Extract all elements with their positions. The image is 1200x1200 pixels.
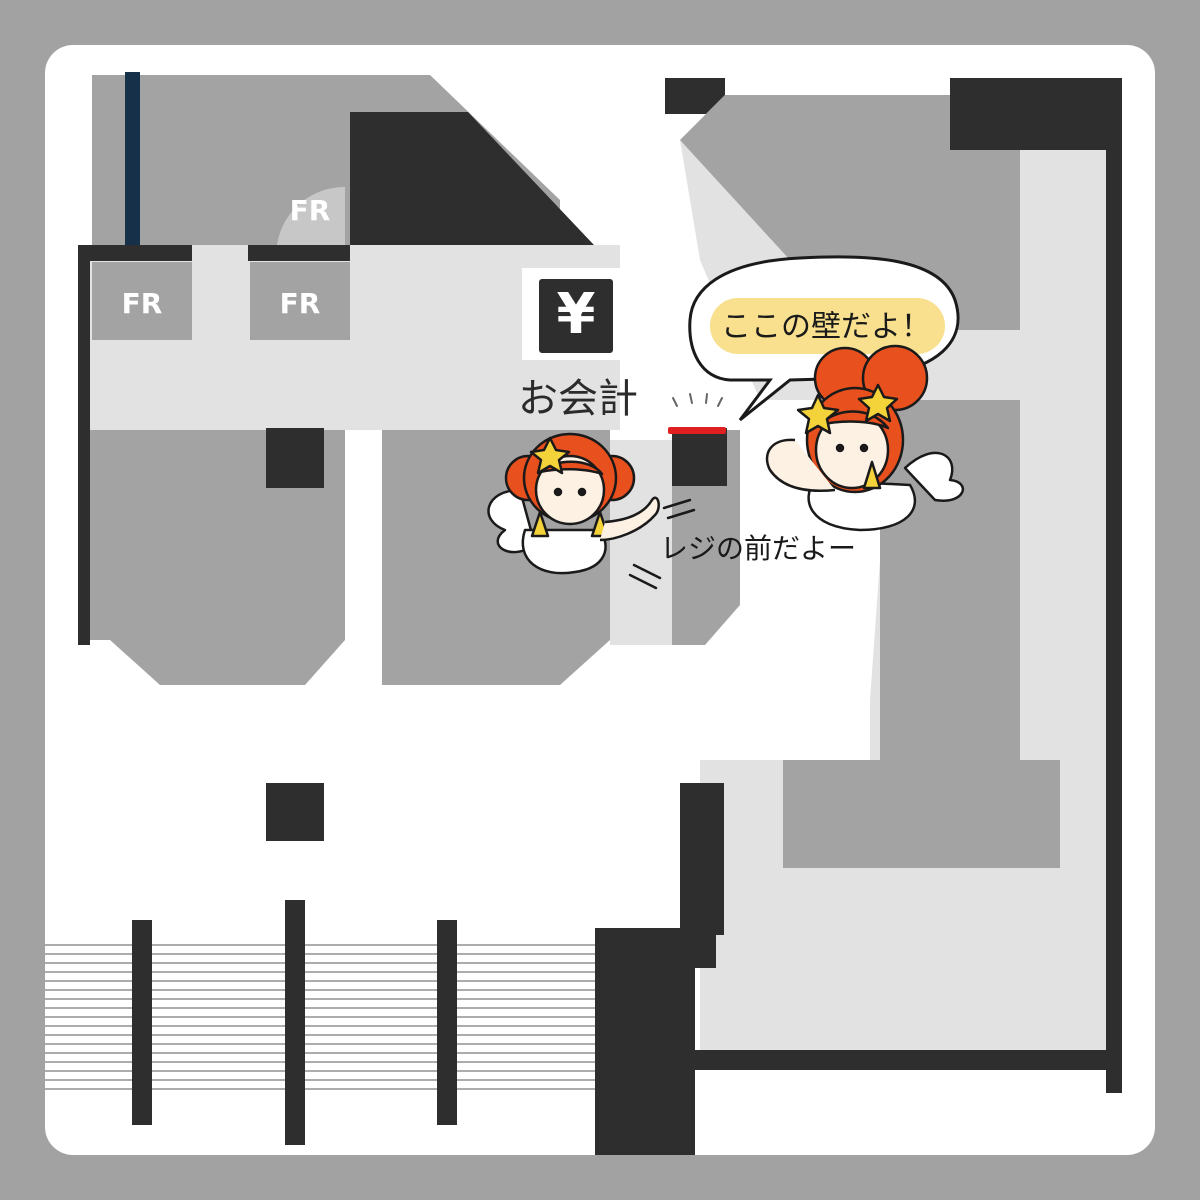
yen-sign-icon (537, 277, 615, 355)
angel-character-left (487, 432, 660, 575)
speech-bubble-text: ここの壁だよ！ (721, 310, 931, 345)
fitting-room-3 (277, 186, 345, 245)
fitting-room-1 (92, 262, 192, 340)
motion-lines (628, 498, 696, 590)
angel-character-right (765, 344, 964, 532)
staircase (45, 900, 595, 1145)
register-counter (672, 428, 727, 486)
stair-rail-1 (132, 920, 152, 1125)
fitting-room-1-label: FR (122, 287, 163, 320)
wall-top-left-a (78, 245, 192, 261)
stair-rail-2 (285, 900, 305, 1145)
fitting-room-3-label: FR (290, 194, 331, 227)
wall-top-right-b (950, 78, 1122, 150)
pillar-2 (266, 783, 324, 841)
shelf-area-top-right (680, 95, 1020, 330)
wall-bottom-right (695, 1050, 1122, 1070)
cashier-sign: ¥ お会計 (518, 268, 667, 422)
fitting-room-2-label: FR (280, 287, 321, 320)
pillar-1 (266, 428, 324, 488)
wall-top-left-b (248, 245, 350, 261)
wall-strip-blue (125, 72, 140, 245)
caption-text: レジの前だよー (660, 532, 856, 565)
wall-left (78, 245, 90, 645)
wall-bottom-block (595, 928, 695, 1155)
speech-bubble: ここの壁だよ！ (688, 255, 960, 422)
fitting-room-2 (250, 262, 350, 340)
cashier-label: お会計 (518, 376, 638, 422)
shelf-area-bottom-right (783, 760, 1060, 868)
speech-highlight (710, 298, 945, 354)
wall-right (1106, 78, 1122, 1093)
stair-rail-3 (437, 920, 457, 1125)
wall-lower-right-column (680, 783, 724, 935)
highlight-sparkle (672, 393, 723, 407)
highlighted-wall (668, 427, 726, 434)
shelf-area-left (90, 430, 345, 685)
yen-sign-symbol: ¥ (557, 282, 596, 347)
wall-block-diagonal (350, 112, 665, 345)
